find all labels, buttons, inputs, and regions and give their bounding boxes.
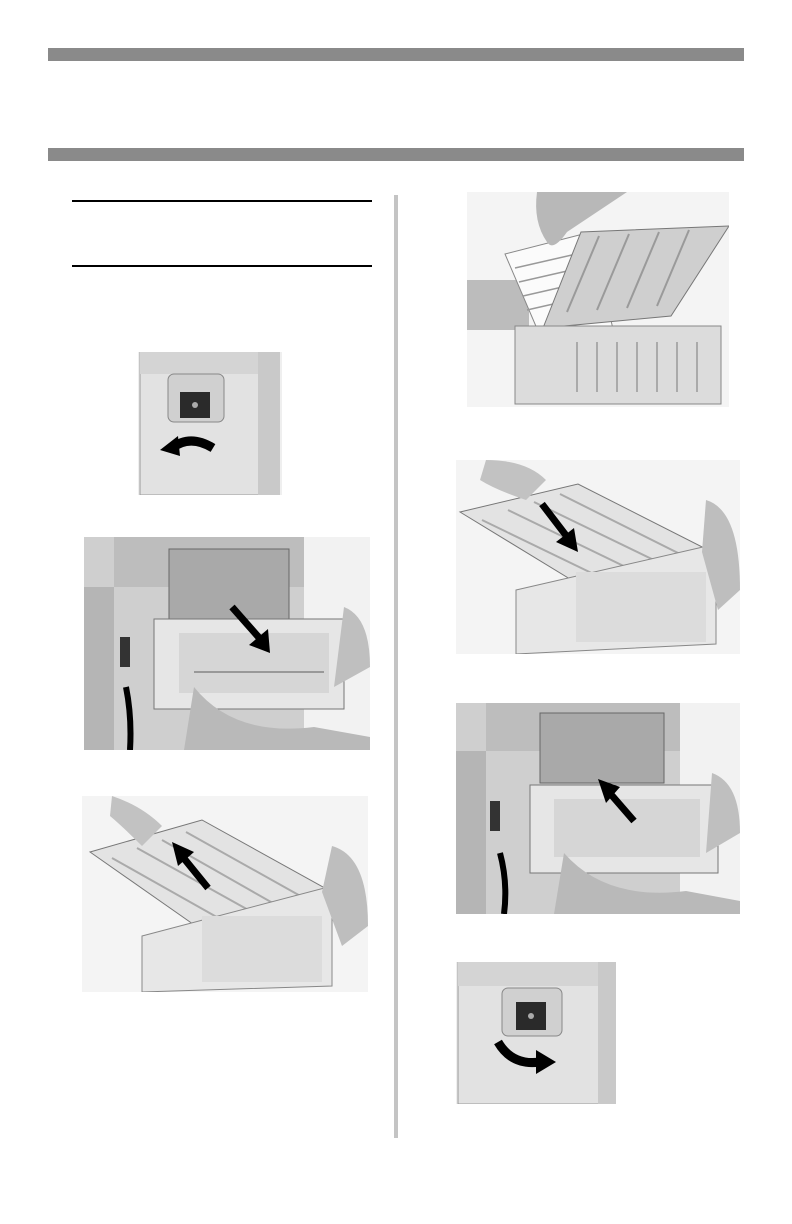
note-rule-top xyxy=(72,200,372,202)
side-lever-close-illustration xyxy=(456,962,616,1104)
note-heading xyxy=(72,210,372,256)
duplex-cover-close-illustration xyxy=(456,460,740,654)
section-header-bar xyxy=(48,148,744,161)
figure-duplex-cover-lift xyxy=(82,796,368,992)
side-lever-open-illustration xyxy=(138,352,282,495)
top-header-bar xyxy=(48,48,744,61)
figure-duplex-cover-close xyxy=(456,460,740,654)
figure-side-lever-open xyxy=(138,352,282,495)
column-divider xyxy=(394,195,398,1138)
duplex-cover-lift-illustration xyxy=(82,796,368,992)
figure-duplex-unit-removal xyxy=(84,537,370,750)
duplex-unit-removal-illustration xyxy=(84,537,370,750)
figure-side-lever-close xyxy=(456,962,616,1104)
note-rule-bottom xyxy=(72,265,372,267)
duplex-unit-reinsert-illustration xyxy=(456,703,740,914)
figure-paper-removal xyxy=(467,192,729,407)
figure-duplex-unit-reinsert xyxy=(456,703,740,914)
paper-removal-illustration xyxy=(467,192,729,407)
